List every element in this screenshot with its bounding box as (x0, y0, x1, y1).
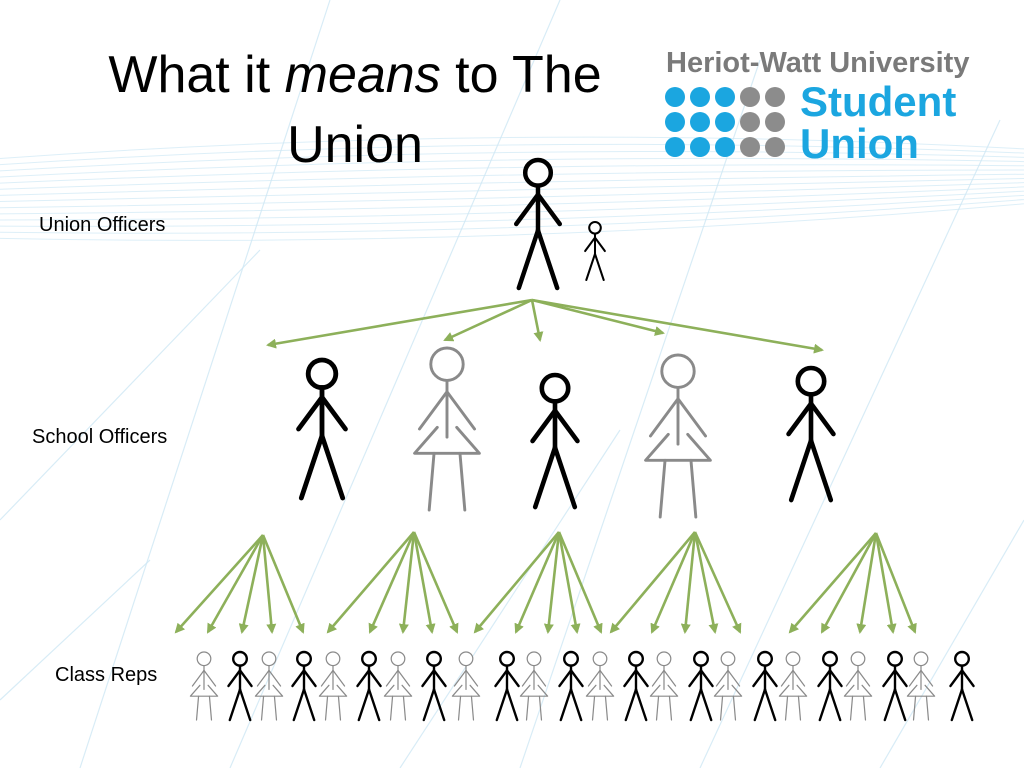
arrow (238, 534, 265, 634)
class-rep-figure (227, 650, 253, 722)
class-rep-figure (585, 651, 615, 721)
arrow (174, 534, 264, 634)
arrow (261, 534, 305, 634)
logo-dot (765, 87, 785, 107)
label-class-reps: Class Reps (55, 664, 158, 686)
arrow (874, 532, 897, 634)
arrow (368, 531, 416, 634)
class-rep-figure (778, 651, 808, 721)
title-text-part2: to The (440, 46, 602, 104)
class-rep-figure (291, 650, 317, 722)
logo-dot (740, 112, 760, 132)
arrow (856, 532, 878, 634)
school-officer-figure (530, 372, 580, 510)
class-rep-figure (817, 650, 843, 722)
arrow (820, 532, 878, 634)
logo-university-text: Heriot-Watt University (666, 47, 969, 79)
logo-dot (690, 112, 710, 132)
class-rep-figure (949, 650, 975, 722)
title-text-line2: Union (287, 116, 423, 174)
arrow (788, 532, 877, 634)
arrow (609, 531, 696, 634)
logo-dot-grid (665, 87, 785, 157)
logo-dot (715, 137, 735, 157)
class-rep-figure (882, 650, 908, 722)
label-union-officers: Union Officers (39, 214, 166, 236)
logo-dot (765, 112, 785, 132)
arrow (650, 531, 697, 634)
arrow (680, 531, 697, 634)
arrow (261, 534, 277, 634)
class-rep-figure (421, 650, 447, 722)
arrow-group (174, 298, 917, 634)
class-rep-figure (356, 650, 382, 722)
logo-dot (690, 137, 710, 157)
arrow (266, 298, 533, 349)
slide-title: What it means to The Union (60, 40, 650, 180)
student-union-logo: Heriot-Watt University Student Union (665, 47, 969, 167)
class-rep-figure (752, 650, 778, 722)
label-school-officers: School Officers (32, 426, 168, 448)
title-emphasis: means (284, 46, 441, 104)
class-rep-figure (494, 650, 520, 722)
class-rep-figure (649, 651, 679, 721)
class-rep-figure (906, 651, 936, 721)
logo-dot (665, 137, 685, 157)
arrow (543, 531, 561, 634)
arrow (514, 531, 561, 634)
class-rep-figure (623, 650, 649, 722)
union-officer-small-figure (584, 220, 606, 282)
arrow (693, 531, 719, 634)
logo-dot (740, 137, 760, 157)
title-text-part1: What it (108, 46, 285, 104)
logo-dot (740, 87, 760, 107)
school-officer-figure (413, 346, 481, 512)
logo-dot (665, 87, 685, 107)
class-rep-figure (383, 651, 413, 721)
arrow (412, 531, 436, 634)
class-rep-figure (843, 651, 873, 721)
logo-dot (715, 112, 735, 132)
class-rep-figure (688, 650, 714, 722)
arrow (531, 298, 665, 336)
logo-dot (690, 87, 710, 107)
class-rep-figure (451, 651, 481, 721)
figure-group (189, 157, 975, 722)
class-rep-figure (519, 651, 549, 721)
school-officer-figure (296, 357, 348, 501)
arrow (412, 531, 459, 634)
arrow (530, 299, 544, 342)
logo-dot (665, 112, 685, 132)
arrow (557, 531, 603, 634)
arrow (693, 531, 742, 634)
arrow (557, 531, 581, 634)
union-officer-figure (513, 157, 563, 291)
arrow (531, 298, 824, 354)
logo-student-text: Student (800, 78, 956, 125)
arrow (874, 532, 917, 634)
arrow (206, 534, 265, 634)
arrow (398, 531, 416, 634)
logo-dot (715, 87, 735, 107)
school-officer-figure (786, 365, 836, 503)
class-rep-figure (254, 651, 284, 721)
class-rep-figure (558, 650, 584, 722)
school-officer-figure (644, 353, 712, 519)
class-rep-figure (189, 651, 219, 721)
logo-dot (765, 137, 785, 157)
class-rep-figure (318, 651, 348, 721)
arrow (326, 531, 415, 634)
logo-union-text: Union (800, 120, 919, 167)
arrow (443, 298, 533, 342)
class-rep-figure (713, 651, 743, 721)
arrow (473, 531, 560, 634)
